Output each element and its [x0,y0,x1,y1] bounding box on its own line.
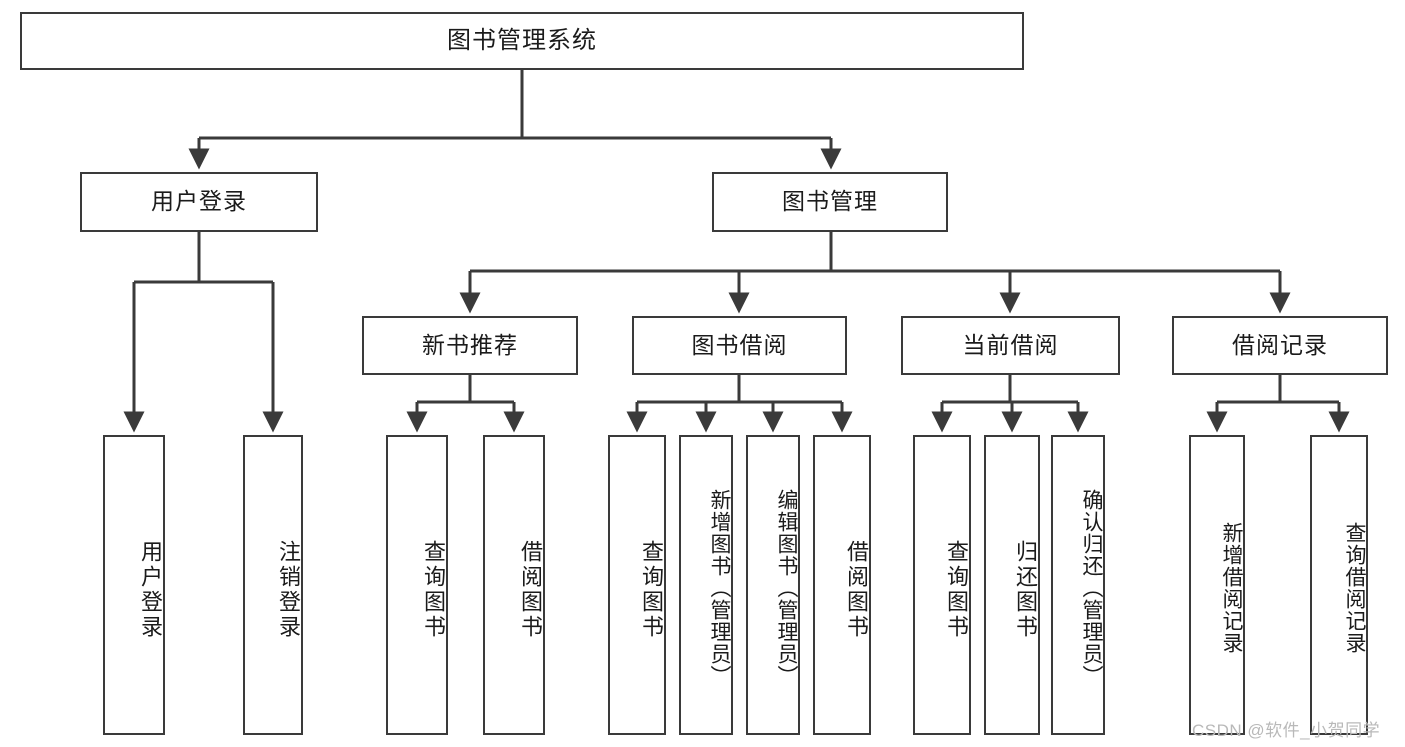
node-root[interactable]: 图书管理系统 [20,12,1024,70]
leaf-query-borrow-record[interactable]: 查询借阅记录 [1310,435,1368,735]
node-new-book-recommend[interactable]: 新书推荐 [362,316,578,375]
node-label: 借阅图书 [518,540,543,640]
leaf-confirm-return-admin[interactable]: 确认归还（管理员） [1051,435,1105,735]
node-book-management[interactable]: 图书管理 [712,172,948,232]
leaf-borrow-book-recommend[interactable]: 借阅图书 [483,435,545,735]
node-label: 注销登录 [276,540,301,640]
node-label: 借阅记录 [1232,331,1328,358]
node-label: 用户登录 [151,188,247,215]
leaf-query-book-current[interactable]: 查询图书 [913,435,971,735]
node-label: 编辑图书（管理员） [775,489,798,687]
node-label: 查询图书 [639,540,664,640]
node-label: 借阅图书 [844,540,869,640]
node-label: 查询图书 [944,540,969,640]
leaf-user-login[interactable]: 用户登录 [103,435,165,735]
leaf-query-book-borrow[interactable]: 查询图书 [608,435,666,735]
leaf-add-book-admin[interactable]: 新增图书（管理员） [679,435,733,735]
leaf-return-book[interactable]: 归还图书 [984,435,1040,735]
node-label: 查询图书 [421,540,446,640]
node-label: 新增借阅记录 [1220,522,1243,654]
node-label: 查询借阅记录 [1343,522,1366,654]
node-current-borrow[interactable]: 当前借阅 [901,316,1120,375]
node-label: 用户登录 [138,540,163,640]
leaf-query-book-recommend[interactable]: 查询图书 [386,435,448,735]
node-label: 新书推荐 [422,331,518,358]
node-user-login[interactable]: 用户登录 [80,172,318,232]
node-label: 当前借阅 [962,331,1059,358]
leaf-user-logout[interactable]: 注销登录 [243,435,303,735]
node-borrow-record[interactable]: 借阅记录 [1172,316,1388,375]
node-label: 确认归还（管理员） [1080,489,1103,687]
node-label: 图书管理 [782,188,878,215]
node-label: 归还图书 [1013,540,1038,640]
leaf-edit-book-admin[interactable]: 编辑图书（管理员） [746,435,800,735]
node-label: 新增图书（管理员） [708,489,731,687]
csdn-watermark: CSDN @软件_小贺同学 [1192,721,1381,740]
node-label: 图书借阅 [691,331,788,358]
node-book-borrow[interactable]: 图书借阅 [632,316,847,375]
node-label: 图书管理系统 [447,26,597,54]
leaf-add-borrow-record[interactable]: 新增借阅记录 [1189,435,1245,735]
leaf-borrow-book[interactable]: 借阅图书 [813,435,871,735]
